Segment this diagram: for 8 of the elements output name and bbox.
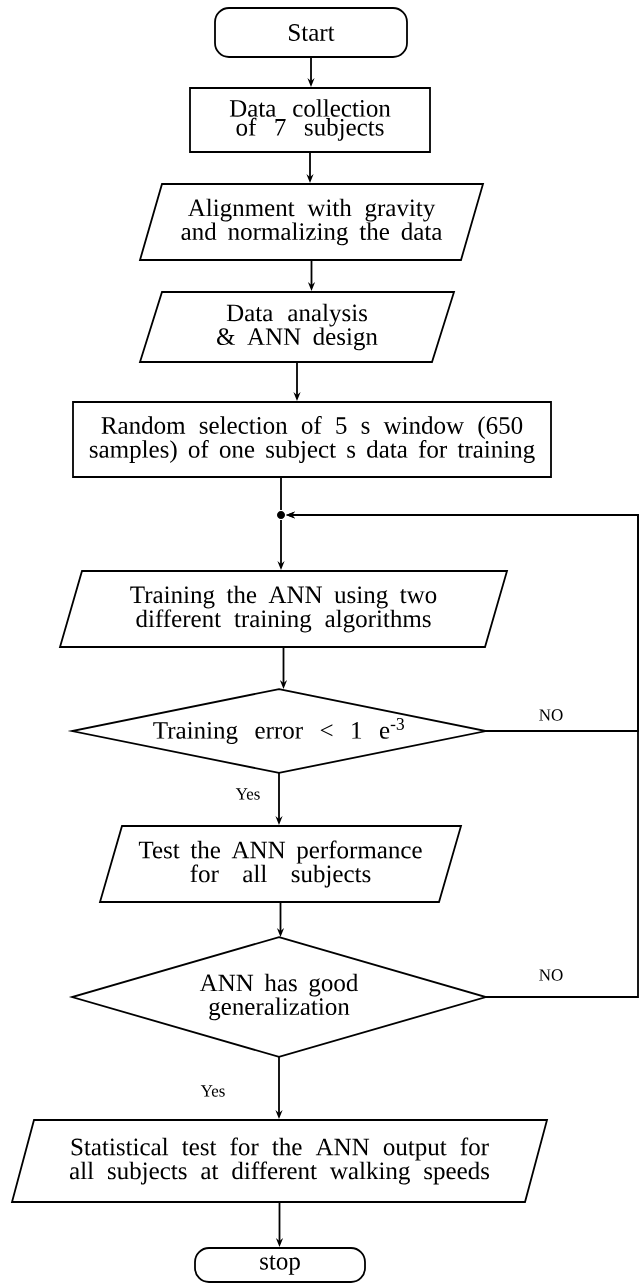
- edge-label: NO: [539, 709, 563, 721]
- edge-label: Yes: [200, 1085, 225, 1097]
- process-box: Data collection of 7 subjects: [189, 87, 431, 153]
- edge-label: Yes: [235, 788, 260, 800]
- terminal-box: stop: [194, 1247, 366, 1283]
- edge-label: NO: [539, 969, 563, 981]
- process-box: Random selection of 5 s window (650 samples) of one subject s data for training: [72, 401, 552, 478]
- terminal-box: Start: [214, 7, 408, 58]
